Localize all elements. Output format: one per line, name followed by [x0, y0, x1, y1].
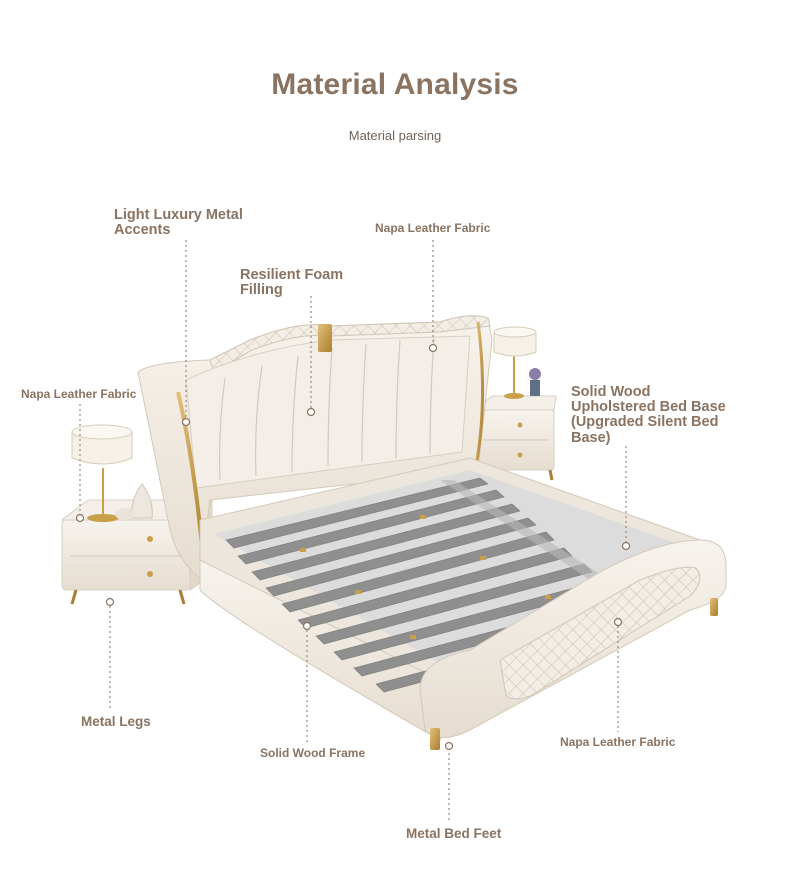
right-nightstand [472, 326, 557, 481]
label-wood-frame: Solid Wood Frame [260, 746, 366, 760]
label-napa-right: Napa Leather Fabric [560, 735, 676, 749]
label-bed-base: Solid Wood Upholstered Bed Base (Upgrade… [571, 384, 726, 446]
label-napa-top: Napa Leather Fabric [375, 221, 491, 235]
label-metal-accents: Light Luxury Metal Accents [114, 207, 243, 239]
page-subtitle: Material parsing [348, 128, 442, 143]
label-metal-accents-text: Light Luxury Metal Accents [114, 207, 243, 239]
label-napa-left: Napa Leather Fabric [21, 387, 137, 401]
label-foam: Resilient Foam Filling [240, 267, 344, 299]
page-title: Material Analysis [271, 68, 519, 101]
label-foam-text: Resilient Foam Filling [240, 267, 344, 299]
label-metal-legs: Metal Legs [81, 714, 151, 729]
footboard [419, 539, 727, 750]
headboard [137, 315, 493, 579]
label-bed-feet: Metal Bed Feet [406, 826, 502, 841]
label-bed-base-text: Solid Wood Upholstered Bed Base (Upgrade… [571, 384, 726, 446]
